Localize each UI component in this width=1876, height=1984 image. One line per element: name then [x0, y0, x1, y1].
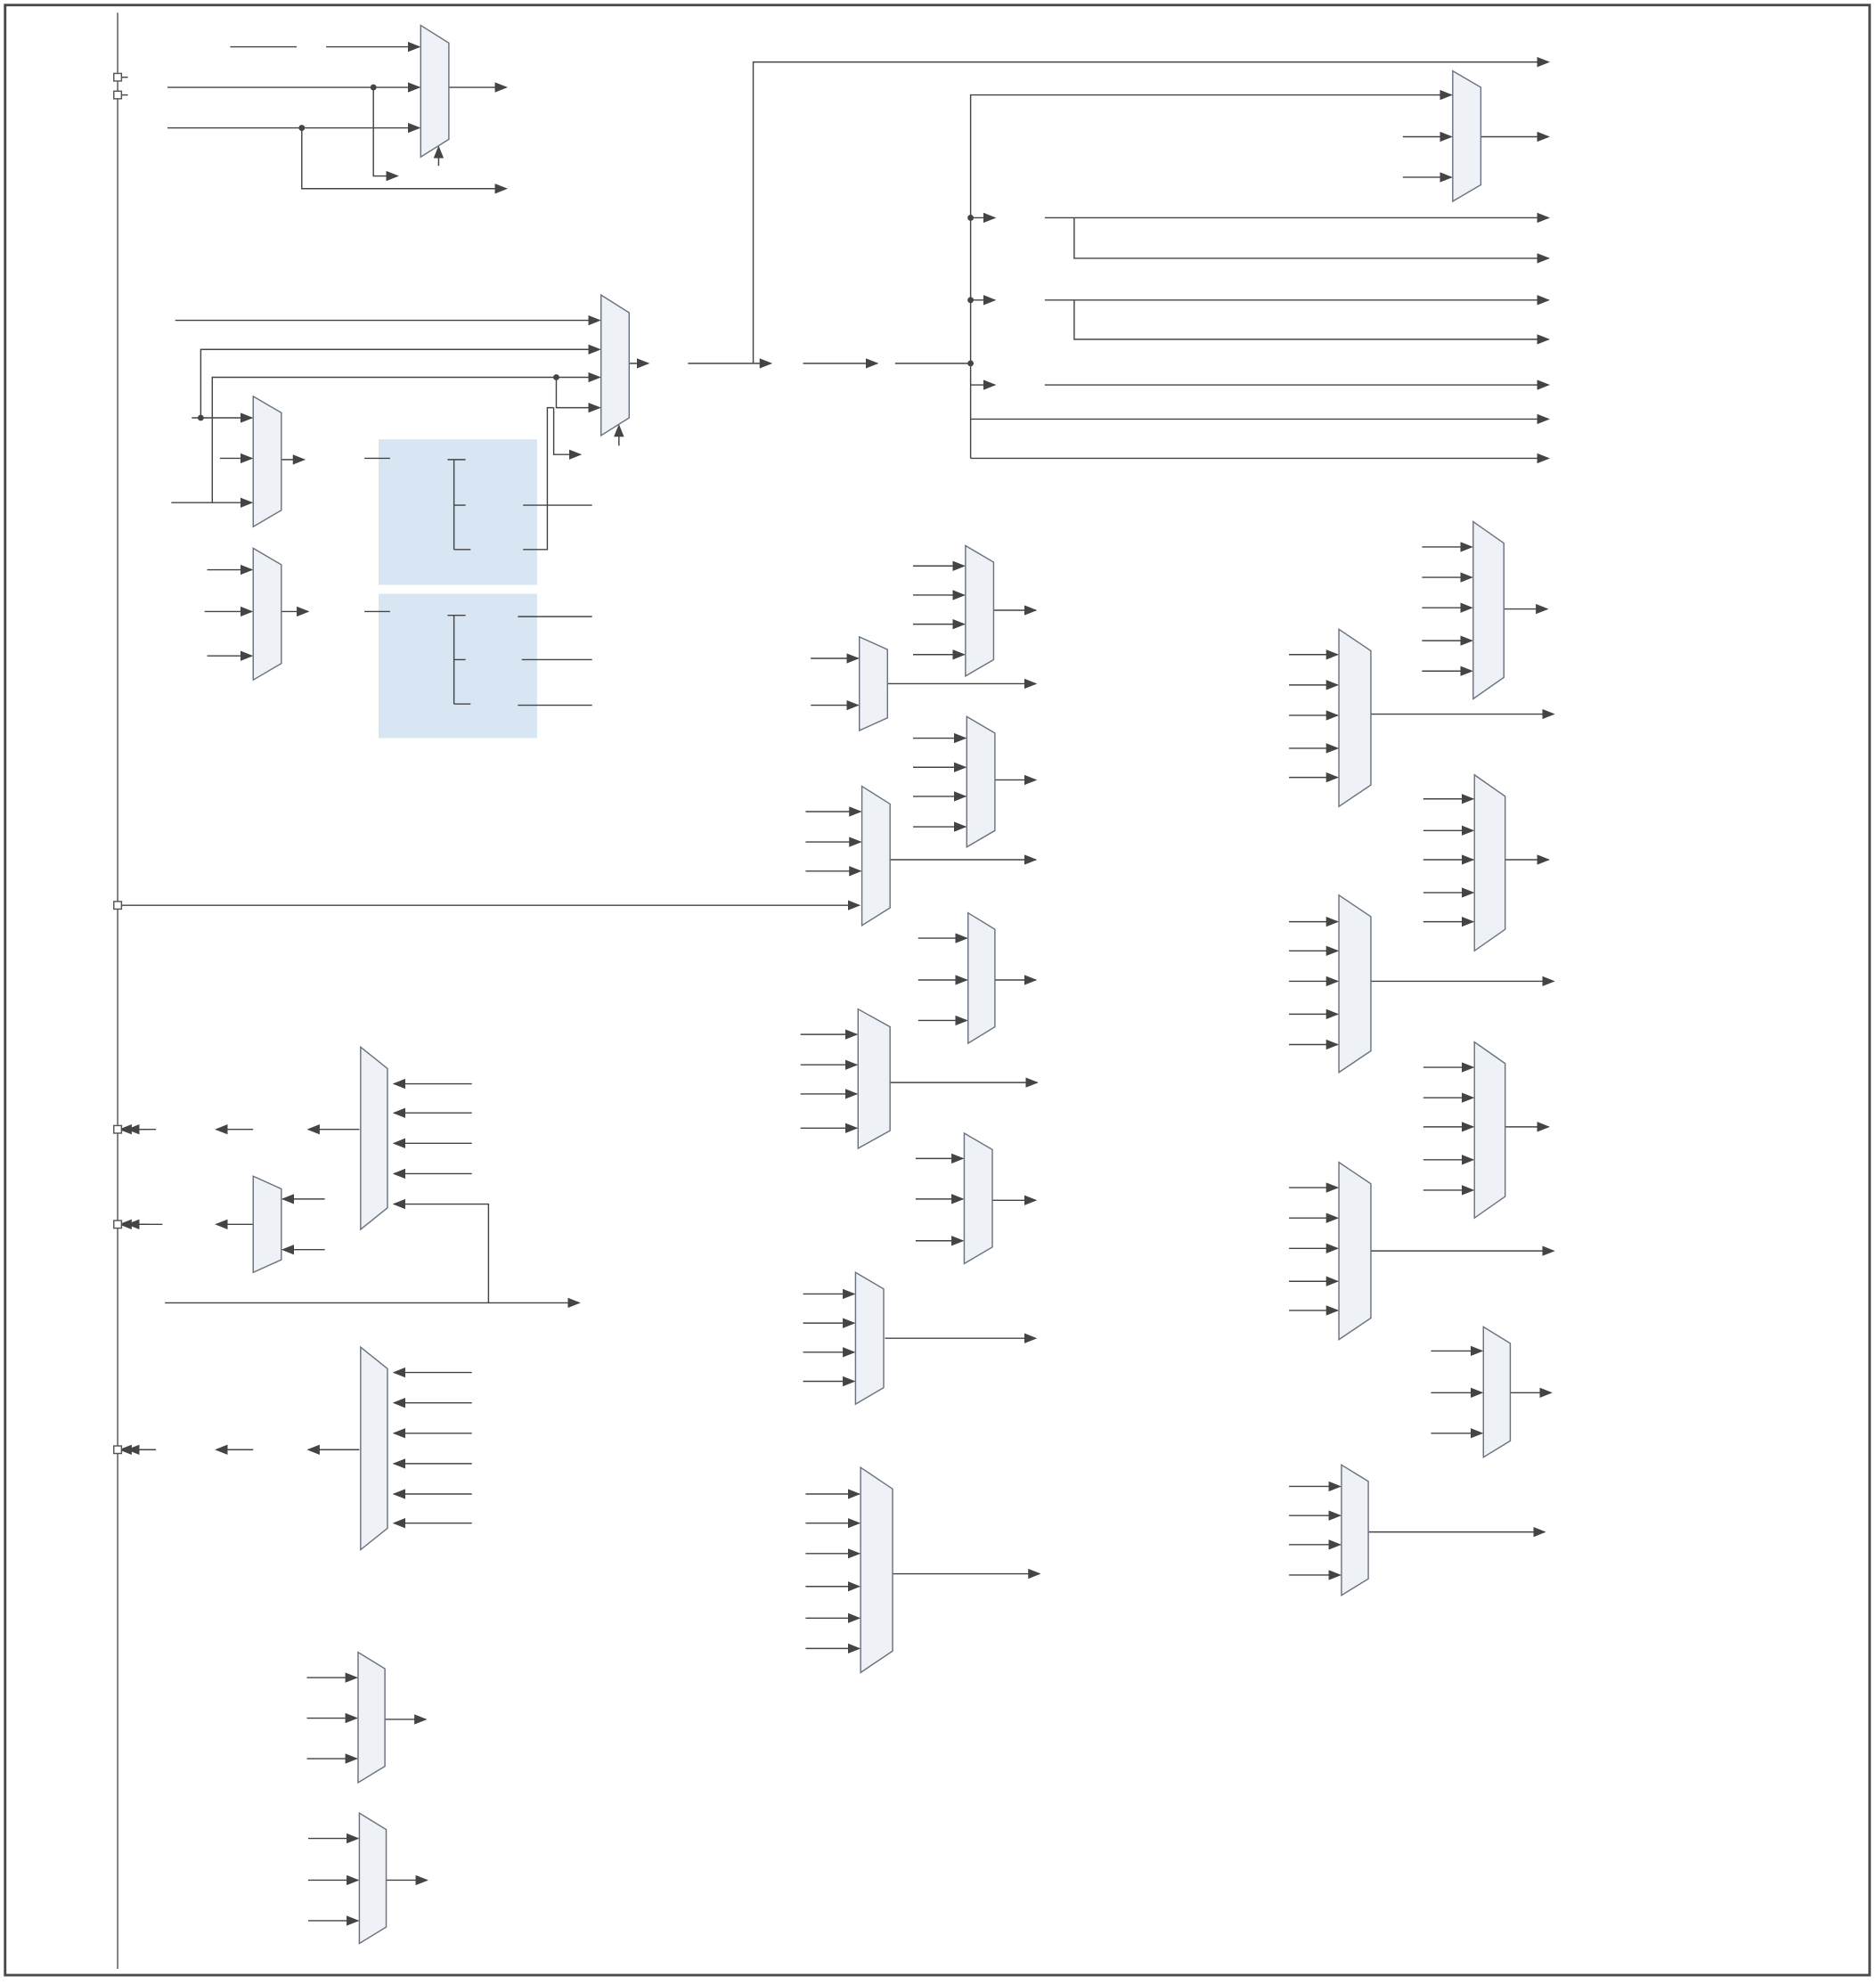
io-pin	[113, 1445, 123, 1455]
mux-15	[1472, 520, 1505, 700]
arrow-wire	[1073, 217, 1550, 264]
io-pin	[113, 72, 123, 82]
io-pin	[113, 1220, 123, 1229]
mux-25	[360, 1345, 388, 1552]
arrow-wire	[372, 87, 399, 182]
io-pin	[113, 1124, 123, 1134]
junction-dot	[298, 125, 306, 131]
diagram-frame	[4, 4, 1872, 1977]
mux-22	[1341, 1464, 1369, 1596]
mux-6	[965, 544, 995, 678]
mux-10	[967, 911, 996, 1045]
mux-13	[854, 1271, 885, 1406]
arrow-wire	[211, 371, 601, 503]
mux-7	[858, 635, 889, 732]
arrow-wire	[301, 127, 508, 194]
wire-group	[118, 41, 1555, 1926]
mux-21	[1482, 1326, 1512, 1459]
mux-3	[252, 395, 282, 528]
mux-11	[857, 1008, 891, 1150]
io-pin	[113, 90, 123, 100]
mux-20	[1338, 1161, 1372, 1341]
mux-16	[1338, 627, 1372, 808]
highlight-block-2	[378, 593, 537, 739]
pin-group	[113, 72, 123, 1455]
arrow-wire	[1073, 299, 1550, 345]
mux-14	[860, 1466, 893, 1674]
wire	[969, 94, 1452, 459]
arrow-wire	[555, 377, 601, 413]
mux-8	[966, 715, 996, 849]
highlight-block-1	[378, 439, 537, 585]
mux-23	[360, 1045, 388, 1231]
mux-24	[252, 1175, 282, 1274]
mux-17	[1473, 773, 1506, 952]
mux-group	[252, 24, 1512, 1945]
arrow-wire	[392, 1198, 490, 1303]
mux-12	[963, 1131, 993, 1265]
arrow-wire	[552, 407, 583, 460]
junction-dot	[967, 360, 975, 367]
io-pin	[113, 901, 123, 910]
mux-9	[861, 785, 891, 927]
arrow-wire	[200, 344, 601, 418]
arrow-wire	[752, 56, 1550, 363]
mux-2	[600, 293, 631, 437]
mux-19	[1473, 1041, 1506, 1220]
mux-18	[1338, 894, 1372, 1074]
wire	[523, 406, 554, 551]
mux-1	[420, 24, 450, 159]
mux-26	[357, 1651, 386, 1784]
mux-4	[252, 547, 282, 682]
mux-27	[358, 1811, 387, 1945]
mux-5	[1452, 69, 1482, 203]
